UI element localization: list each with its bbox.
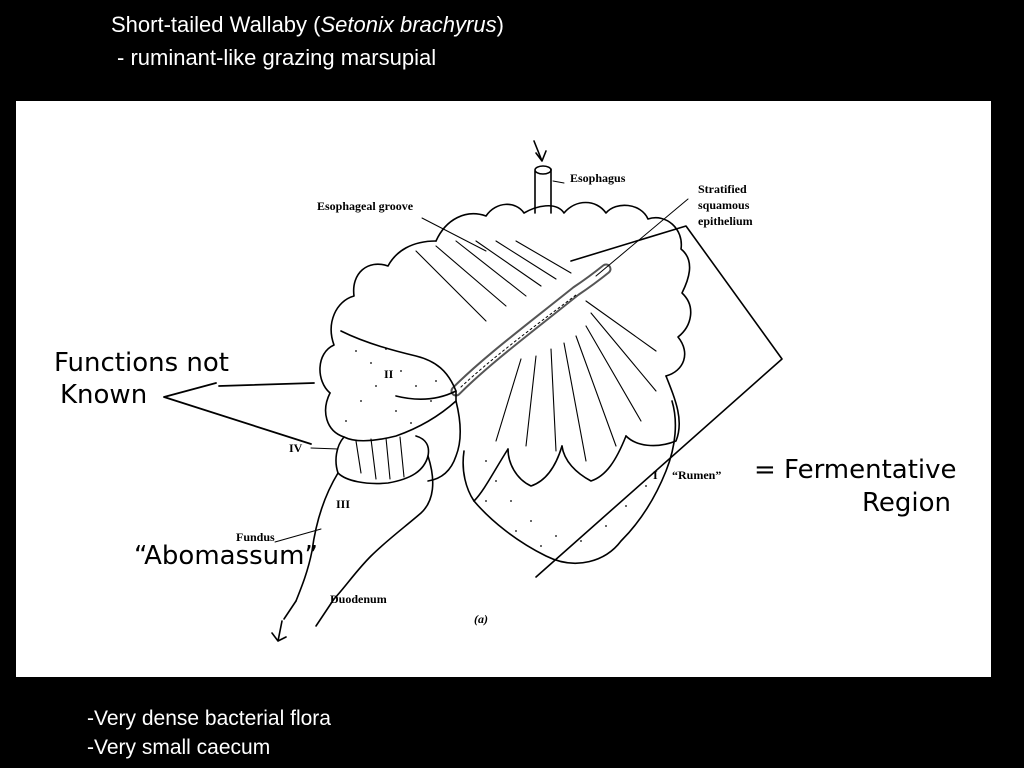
label-stratified: Stratified bbox=[698, 182, 747, 196]
esophageal-groove-inner bbox=[452, 265, 610, 395]
region-iv-folds bbox=[355, 436, 405, 480]
slide-title: Short-tailed Wallaby (Setonix brachyrus) bbox=[111, 12, 504, 37]
left-outline bbox=[319, 240, 437, 394]
rumen-upper-outline bbox=[435, 201, 692, 377]
stomach-diagram-panel: Esophagus Esophageal groove Stratified s… bbox=[16, 101, 991, 677]
region-iv bbox=[335, 435, 430, 485]
label-esophageal-groove: Esophageal groove bbox=[317, 199, 414, 213]
label-region-i: I bbox=[653, 468, 658, 482]
rumen-fold bbox=[561, 435, 627, 482]
region-iii-right bbox=[333, 455, 434, 600]
rumen-fold bbox=[625, 375, 680, 447]
bullet-list: -Very dense bacterial flora -Very small … bbox=[87, 704, 331, 762]
bullet-item: -Very small caecum bbox=[87, 736, 271, 759]
upper-fold-lines bbox=[415, 240, 572, 322]
rumen-fold bbox=[507, 445, 563, 487]
pointer-to-iv bbox=[163, 382, 312, 445]
label-epithelium: epithelium bbox=[698, 214, 753, 228]
duodenum-tube bbox=[283, 598, 335, 627]
figure-caption: (a) bbox=[474, 612, 488, 626]
region-iv-leader bbox=[310, 447, 339, 450]
region-ii-upper bbox=[340, 330, 457, 392]
entry-arrow bbox=[533, 140, 547, 162]
handwritten-fermentative: = Fermentative bbox=[754, 455, 957, 485]
label-esophagus: Esophagus bbox=[570, 171, 626, 185]
rumen-lower-outline bbox=[473, 400, 677, 564]
stomach-diagram: Esophagus Esophageal groove Stratified s… bbox=[54, 140, 957, 642]
label-region-iv: IV bbox=[289, 441, 303, 455]
handwritten-known: Known bbox=[60, 380, 147, 410]
fundus-leader bbox=[274, 528, 322, 543]
esophagus-leader bbox=[552, 180, 565, 184]
rumen-fold bbox=[462, 448, 509, 502]
stipple-texture bbox=[345, 348, 647, 547]
bullet-item: -Very dense bacterial flora bbox=[87, 707, 331, 730]
species-name: Setonix brachyrus bbox=[320, 12, 497, 37]
label-duodenum: Duodenum bbox=[330, 592, 387, 606]
handwritten-region: Region bbox=[862, 488, 951, 518]
slide-subtitle: - ruminant-like grazing marsupial bbox=[117, 45, 437, 70]
label-fundus: Fundus bbox=[236, 530, 275, 544]
exit-arrow bbox=[271, 620, 287, 642]
region-ii-sac bbox=[324, 390, 457, 442]
label-squamous: squamous bbox=[698, 198, 750, 212]
label-region-ii: II bbox=[384, 367, 394, 381]
epithelium-leader bbox=[595, 198, 689, 277]
handwritten-functions: Functions not bbox=[54, 348, 229, 378]
region-iii-left bbox=[295, 472, 339, 602]
rumen-fold-lines bbox=[495, 300, 657, 462]
pointer-to-ii bbox=[218, 382, 315, 387]
handwritten-abomassum: “Abomassum” bbox=[134, 541, 318, 571]
region-iii-connection bbox=[427, 400, 461, 482]
groove-bristles bbox=[460, 294, 577, 388]
label-rumen: “Rumen” bbox=[672, 468, 721, 482]
groove-leader bbox=[421, 217, 487, 252]
esophagus-opening bbox=[534, 165, 552, 175]
rumen-frame bbox=[535, 225, 783, 578]
label-region-iii: III bbox=[336, 497, 350, 511]
